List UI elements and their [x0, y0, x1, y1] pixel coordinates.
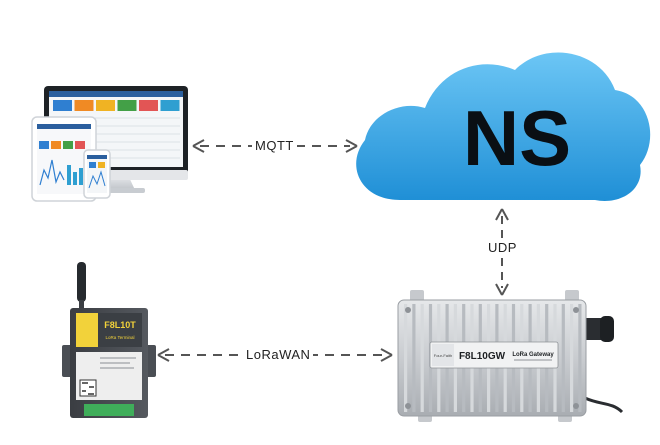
dashboard-tile [53, 100, 72, 111]
lora-gateway: Four-Faith F8L10GW LoRa Gateway [397, 290, 624, 422]
dashboard-tile [139, 100, 158, 111]
mqtt-label: MQTT [252, 138, 297, 153]
arrow-right-icon [380, 348, 393, 362]
gateway-model: F8L10GW [459, 351, 506, 362]
gateway-fin [404, 304, 408, 412]
gateway-fin [570, 304, 574, 412]
lorawan-label: LoRaWAN [243, 347, 314, 362]
terminal-label-panel [76, 313, 98, 347]
lora-terminal: F8L10T LoRa Terminal [62, 262, 156, 418]
dashboard-tiles [53, 100, 180, 111]
arrow-right-icon [345, 139, 358, 153]
connection-mqtt [192, 139, 358, 153]
cloud-shape [356, 52, 651, 201]
dashboard-tile [160, 100, 180, 111]
gateway-fin [412, 304, 416, 412]
connection-lorawan [157, 348, 393, 362]
arrow-left-icon [192, 139, 205, 153]
dashboard-tile [74, 100, 94, 111]
gateway-fin [561, 304, 565, 412]
antenna-icon [77, 262, 86, 302]
gateway-label-plate [429, 341, 559, 369]
terminal-product: LoRa Terminal [106, 335, 135, 340]
dashboard-tile [117, 100, 137, 111]
arrow-up-icon [495, 208, 509, 221]
arrow-left-icon [157, 348, 170, 362]
arrow-down-icon [495, 283, 509, 296]
cloud-ns: NS [356, 52, 651, 201]
gateway-fin [578, 304, 582, 412]
gateway-fin [420, 304, 424, 412]
dashboard-devices [31, 86, 188, 202]
udp-label: UDP [485, 240, 520, 255]
cloud-label: NS [463, 94, 571, 182]
gateway-brand: Four-Faith [434, 353, 452, 358]
terminal-model: F8L10T [104, 320, 136, 330]
gateway-product: LoRa Gateway [512, 352, 554, 358]
dashboard-tile [96, 100, 115, 111]
